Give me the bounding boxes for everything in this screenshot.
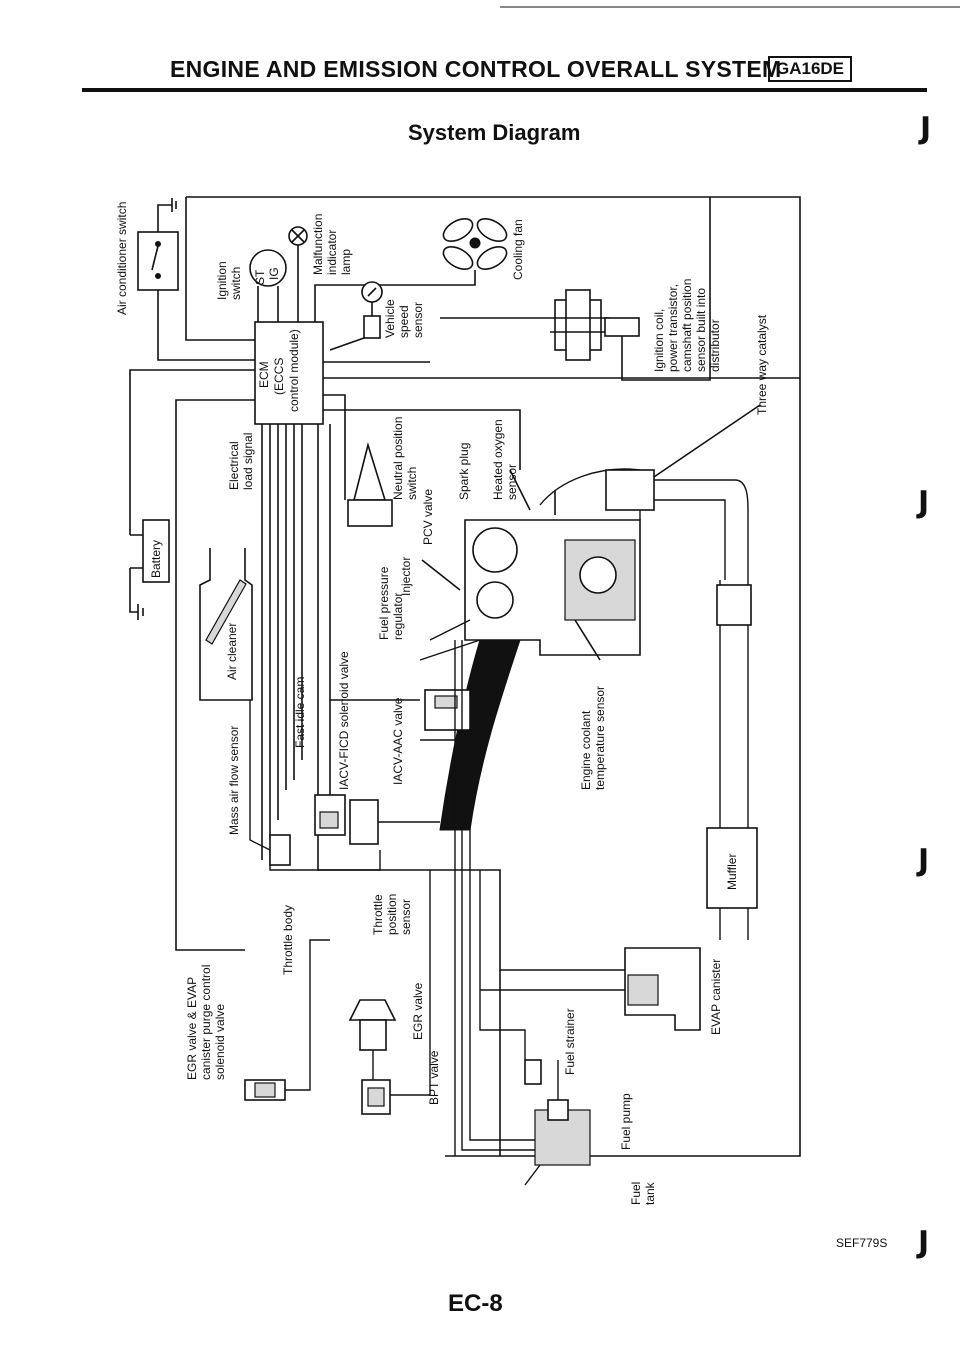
egr-evap-solenoid-valve [244,939,330,1101]
mass-air-flow-sensor-label: Mass air flow sensor [227,726,241,835]
malfunction-indicator-lamp [288,226,308,322]
fuel-pressure-regulator-label-2: regulator [391,593,405,640]
header-rule [82,88,927,92]
egr-valve-label: EGR valve [411,982,425,1040]
hook-mark-2: J [916,485,929,520]
engine-coolant-label-1: Engine coolant [579,710,593,790]
fuel-tank-label-2: tank [643,1181,657,1205]
ecm-label-3: control module) [287,329,301,412]
intake-manifold [439,639,521,831]
ignition-switch-label-2: switch [229,267,243,300]
fuel-line-bundle [454,640,535,1156]
battery-feed-wire [129,369,255,535]
battery-label: Battery [149,540,163,578]
top-edge-line [500,6,960,8]
battery [129,519,170,620]
heated-oxygen-label-2: sensor [505,464,519,500]
ecm-top-harness [185,197,255,341]
outer-harness-frame [186,196,801,1157]
throttle-position-sensor-label-2: position [385,894,399,935]
ignition-coil-label-1: Ignition coil, [652,309,666,372]
fuel-strainer [524,1059,542,1085]
malfunction-lamp-label-1: Malfunction [311,214,325,275]
vehicle-speed-sensor [329,281,383,351]
hook-mark-3: J [916,843,929,878]
egr-evap-label-3: solenoid valve [213,1004,227,1080]
hook-mark-1: J [918,111,931,146]
ecm-signal-bundle [261,424,303,860]
bpt-valve [361,870,431,1115]
switch-st-label: ST [253,269,267,285]
ignition-switch-label-1: Ignition [215,261,229,300]
iacv-aac-valve-label: IACV-AAC valve [391,697,405,785]
fuel-tank [524,1060,591,1186]
figure-code: SEF779S [836,1236,888,1250]
three-way-catalyst-label: Three way catalyst [755,314,769,415]
evap-canister [480,947,701,1031]
iacv-ficd-label: IACV-FICD solenoid valve [337,651,351,790]
engine-coolant-label-2: temperature sensor [593,686,607,790]
electrical-load-label-1: Electrical [227,441,241,490]
neutral-switch-label-1: Neutral position [391,417,405,500]
neutral-position-switch [347,442,393,527]
switch-ig-label: IG [267,267,281,280]
ecm-label-1: ECM [257,361,271,388]
page-header-title: ENGINE AND EMISSION CONTROL OVERALL SYST… [170,56,782,82]
spark-plug-label: Spark plug [457,443,471,500]
bpt-valve-label: BPT valve [427,1050,441,1105]
fuel-pressure-regulator-label-1: Fuel pressure [377,566,391,640]
ignition-coil-label-5: distributor [708,319,722,372]
throttle-body [249,700,440,871]
distributor-ignition-coil [440,197,711,381]
ecm-label-2: (ECCS [272,358,286,395]
vehicle-speed-sensor-label-1: Vehicle [383,299,397,338]
air-cleaner [199,548,253,701]
catalyst-box [716,584,752,626]
injector-leader [421,559,461,591]
muffler [706,827,758,909]
air-conditioner-switch-label: Air conditioner switch [115,202,129,315]
evap-canister-label: EVAP canister [709,959,723,1035]
model-code-badge: GA16DE [768,56,853,82]
fuel-pump-label: Fuel pump [619,1093,633,1150]
throttle-body-label: Throttle body [281,905,295,975]
heated-oxygen-label-1: Heated oxygen [491,419,505,500]
neutral-switch-label-2: switch [405,467,419,500]
egr-evap-label-2: canister purge control [199,965,213,1080]
ignition-coil-label-2: power transistor, [666,284,680,372]
diagram-subtitle: System Diagram [408,120,581,145]
vehicle-speed-sensor-label-3: sensor [411,302,425,338]
muffler-label: Muffler [725,854,739,890]
malfunction-lamp-label-3: lamp [339,249,353,275]
fuel-tank-label-1: Fuel [629,1182,643,1205]
egr-evap-label-1: EGR valve & EVAP [185,977,199,1080]
cooling-fan [314,218,508,322]
vehicle-speed-sensor-label-2: speed [397,305,411,338]
pcv-valve-label: PCV valve [421,489,435,545]
fuel-strainer-label: Fuel strainer [563,1008,577,1075]
fast-idle-cam-label: Fast idle cam [293,677,307,748]
page-number: EC-8 [448,1290,503,1317]
ignition-switch: ST IG [249,249,287,322]
electrical-load-label-2: load signal [241,433,255,490]
ignition-coil-label-3: camshaft position [680,279,694,372]
throttle-position-sensor-label-3: sensor [399,899,413,935]
hook-mark-4: J [916,1225,929,1260]
ecm-box [254,321,324,425]
air-conditioner-switch [137,198,255,361]
throttle-position-sensor-label-1: Throttle [371,894,385,935]
egr-valve [348,999,397,1080]
cooling-fan-label: Cooling fan [511,219,525,280]
air-cleaner-label: Air cleaner [225,623,239,680]
engine-block [464,468,749,656]
injector-label: Injector [399,557,413,596]
malfunction-lamp-label-2: indicator [325,230,339,275]
exhaust-pipe [719,580,749,940]
ignition-coil-label-4: sensor built into [694,288,708,372]
